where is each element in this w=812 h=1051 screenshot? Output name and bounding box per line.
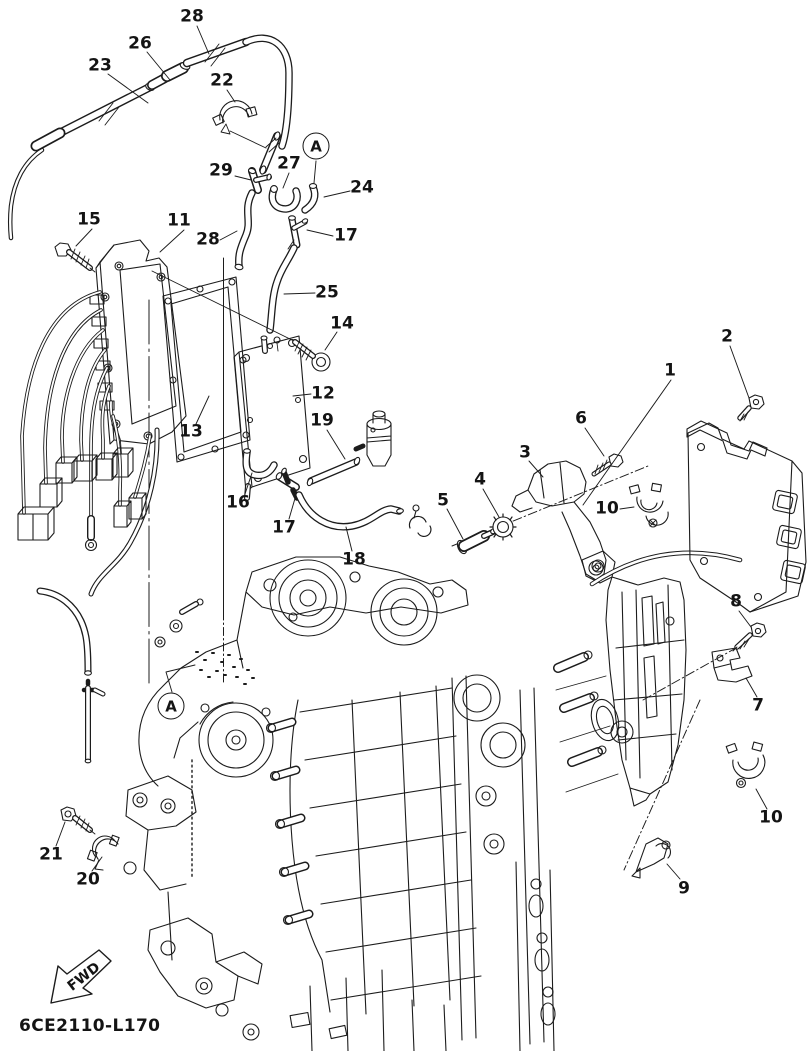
breather-hose-group bbox=[10, 38, 316, 330]
wire-connectors bbox=[17, 447, 147, 552]
leader-lines bbox=[55, 25, 768, 880]
construction-lines bbox=[148, 257, 737, 871]
ignition-coil-assembly bbox=[17, 239, 295, 764]
hose-joint-group bbox=[244, 410, 432, 538]
engine-block bbox=[123, 556, 619, 1051]
electrical-bracket bbox=[581, 550, 740, 807]
fastener-group-right bbox=[631, 622, 767, 879]
section-pointers bbox=[165, 160, 317, 693]
cover-plate-assembly bbox=[233, 335, 331, 501]
fastener-group-left bbox=[60, 806, 120, 871]
ecu-unit bbox=[686, 394, 807, 613]
sensor-assembly bbox=[456, 453, 669, 581]
fwd-arrow: FWD bbox=[50, 949, 112, 1004]
check-valve bbox=[353, 410, 392, 467]
drawing-code: 6CE2110-L170 bbox=[19, 1016, 161, 1036]
